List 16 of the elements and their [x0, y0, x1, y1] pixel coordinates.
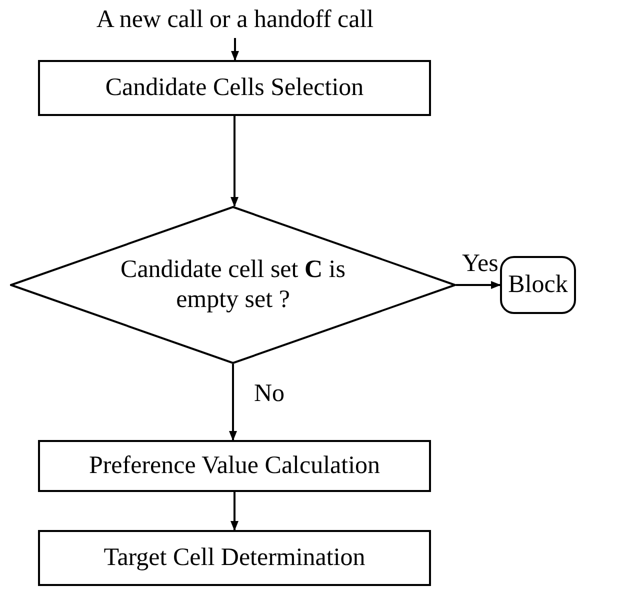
node-text: Candidate Cells Selection	[105, 73, 364, 103]
node-text: Target Cell Determination	[104, 543, 366, 573]
process-box	[38, 440, 431, 492]
node-text: Candidate cell set C is empty set ?	[120, 255, 346, 315]
arrow	[456, 281, 501, 289]
process-box	[38, 60, 431, 116]
terminal-box	[500, 256, 576, 314]
process-box	[38, 530, 431, 586]
arrow	[229, 364, 237, 441]
node-text: Preference Value Calculation	[88, 451, 380, 481]
start-text: A new call or a handoff call	[96, 5, 374, 35]
arrow	[231, 38, 239, 61]
arrow	[230, 492, 238, 531]
decision-diamond	[10, 206, 456, 364]
node-text: Block	[508, 270, 568, 300]
arrow	[230, 116, 238, 207]
